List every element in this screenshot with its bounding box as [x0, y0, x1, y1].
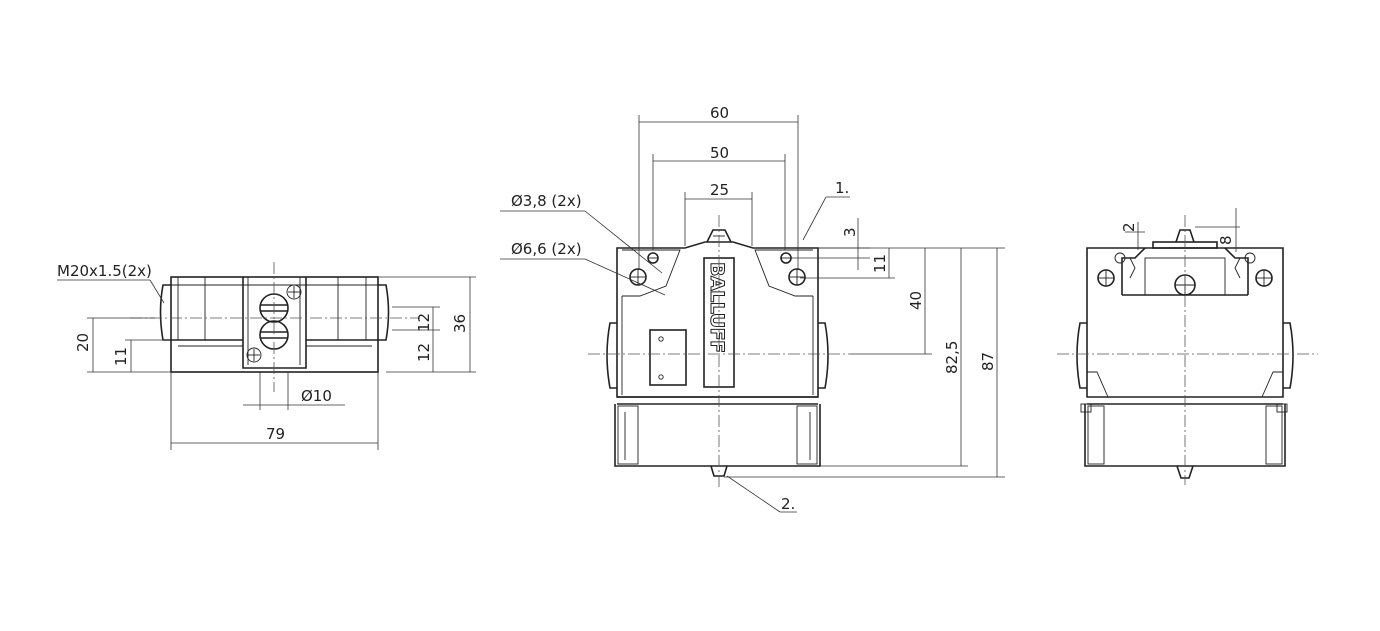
- dim-82-5-label: 82,5: [943, 341, 961, 374]
- dim-hole-small-label: Ø3,8 (2x): [511, 192, 582, 210]
- dim-12-bottom-label: 12: [415, 343, 433, 362]
- dim-50-label: 50: [710, 144, 729, 162]
- conduit-boss-right: [378, 284, 390, 341]
- callout-2: 2.: [781, 495, 795, 513]
- dim-87-label: 87: [979, 352, 997, 371]
- dim-11-side-label: 11: [112, 347, 130, 366]
- dim-79-label: 79: [266, 425, 285, 443]
- front-view: BALLUFF 60 50 25 Ø3,8 (2x) Ø: [500, 104, 1005, 513]
- dim-40-label: 40: [907, 291, 925, 310]
- dim-8-label: 8: [1217, 235, 1235, 245]
- dim-2-label: 2: [1120, 222, 1138, 232]
- side-view: M20x1.5(2x) 20 11 12 12 36 Ø10 79: [57, 262, 476, 450]
- conduit-boss-left: [159, 284, 171, 341]
- dim-36-label: 36: [451, 314, 469, 333]
- dim-12-top-label: 12: [415, 313, 433, 332]
- dim-diameter-10-label: Ø10: [301, 387, 332, 405]
- dim-25-label: 25: [710, 181, 729, 199]
- label-plate: [649, 329, 687, 386]
- dim-thread-label: M20x1.5(2x): [57, 262, 152, 280]
- side-view-body: [170, 276, 379, 373]
- dim-60-label: 60: [710, 104, 729, 122]
- callout-1: 1.: [835, 179, 849, 197]
- dim-20-label: 20: [74, 333, 92, 352]
- brand-logo: BALLUFF: [706, 262, 728, 353]
- dim-11-front-label: 11: [871, 254, 889, 273]
- dim-hole-large-label: Ø6,6 (2x): [511, 240, 582, 258]
- right-view: 2 8: [1057, 208, 1318, 485]
- dim-3-label: 3: [841, 227, 859, 237]
